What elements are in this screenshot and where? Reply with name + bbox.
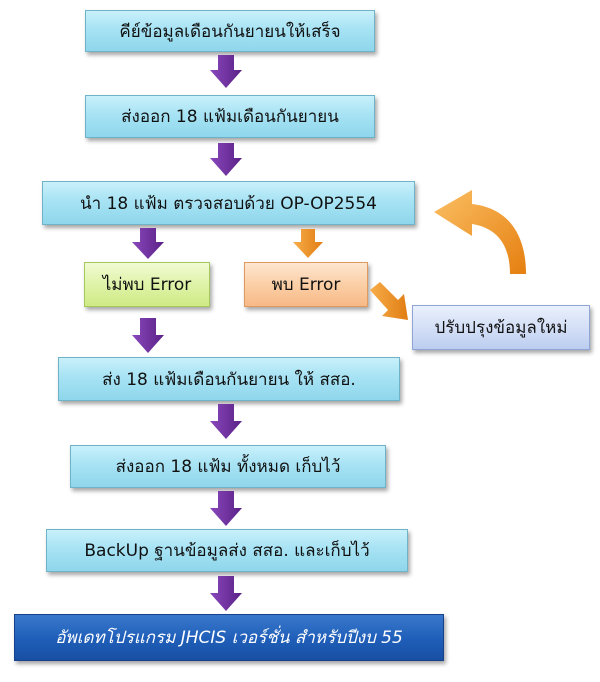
found-error-box: พบ Error — [244, 262, 368, 307]
step-export-files: ส่งออก 18 แฟ้มเดือนกันยายน — [85, 95, 375, 138]
fix-data-label: ปรับปรุงข้อมูลใหม่ — [434, 318, 568, 338]
step-key-data-label: คีย์ข้อมูลเดือนกันยายนให้เสร็จ — [119, 21, 341, 42]
step-export-all: ส่งออก 18 แฟ้ม ทั้งหมด เก็บไว้ — [70, 445, 386, 488]
step-backup-label: BackUp ฐานข้อมูลส่ง สสอ. และเก็บไว้ — [84, 541, 370, 561]
down-arrow-icon — [131, 318, 165, 354]
down-arrow-icon — [209, 143, 243, 177]
error-down-arrow-icon — [292, 229, 324, 259]
error-to-fix-arrow-icon — [368, 280, 416, 324]
step-backup: BackUp ฐานข้อมูลส่ง สสอ. และเก็บไว้ — [46, 529, 408, 572]
down-arrow-icon — [131, 228, 165, 260]
down-arrow-icon — [209, 576, 243, 612]
no-error-label: ไม่พบ Error — [102, 275, 192, 295]
step-send-files-label: ส่ง 18 แฟ้มเดือนกันยายน ให้ สสอ. — [102, 369, 356, 390]
step-update-program: อัพเดทโปรแกรม JHCIS เวอร์ชั่น สำหรับปีงบ… — [14, 614, 444, 661]
down-arrow-icon — [209, 404, 243, 440]
step-export-files-label: ส่งออก 18 แฟ้มเดือนกันยายน — [121, 107, 339, 127]
step-key-data: คีย์ข้อมูลเดือนกันยายนให้เสร็จ — [85, 10, 375, 52]
no-error-box: ไม่พบ Error — [84, 262, 210, 307]
step-export-all-label: ส่งออก 18 แฟ้ม ทั้งหมด เก็บไว้ — [115, 457, 341, 477]
down-arrow-icon — [209, 491, 243, 527]
step-check-files: นำ 18 แฟ้ม ตรวจสอบด้วย OP-OP2554 — [42, 181, 415, 225]
loop-back-arrow-icon — [432, 188, 532, 278]
fix-data-box: ปรับปรุงข้อมูลใหม่ — [412, 305, 590, 350]
step-send-files: ส่ง 18 แฟ้มเดือนกันยายน ให้ สสอ. — [58, 357, 400, 401]
step-update-program-label: อัพเดทโปรแกรม JHCIS เวอร์ชั่น สำหรับปีงบ… — [55, 628, 403, 648]
found-error-label: พบ Error — [271, 275, 341, 295]
down-arrow-icon — [209, 55, 243, 89]
step-check-files-label: นำ 18 แฟ้ม ตรวจสอบด้วย OP-OP2554 — [80, 193, 377, 214]
